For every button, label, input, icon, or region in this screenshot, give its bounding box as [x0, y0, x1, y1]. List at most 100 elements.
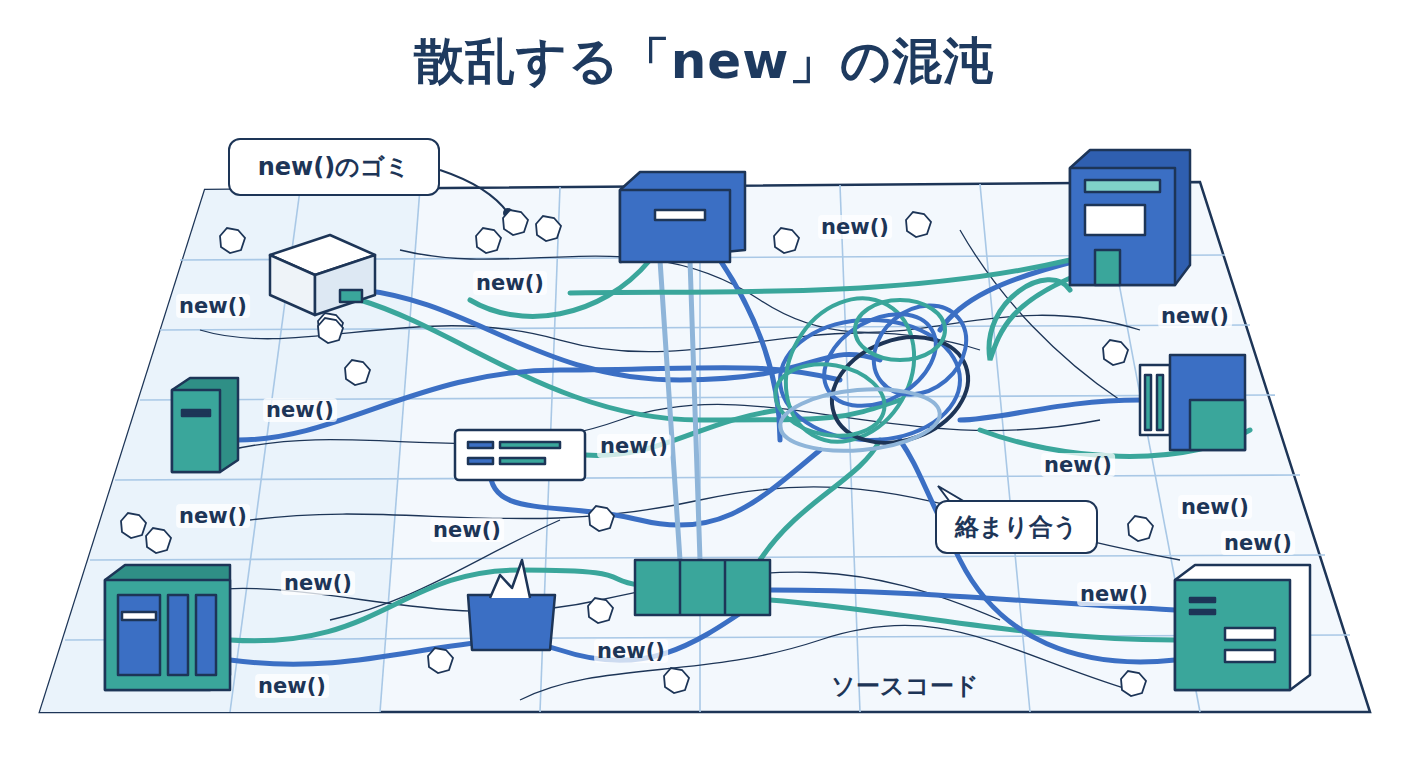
illustration-part: [960, 400, 1140, 420]
illustration-part: [770, 356, 890, 444]
illustration-part: [1190, 598, 1215, 602]
paper-ball: [220, 228, 245, 253]
code-label: new(): [1041, 453, 1115, 477]
illustration-part: [760, 440, 880, 560]
paper-ball: [1128, 516, 1153, 541]
paper-ball: [428, 648, 453, 673]
illustration-part: [315, 255, 375, 315]
illustration-part: [1095, 250, 1120, 285]
illustration-part: [520, 625, 1130, 700]
code-label: new(): [176, 504, 250, 528]
callout-text: 絡まり合う: [955, 511, 1078, 543]
illustration-part: [1225, 650, 1275, 662]
illustration-part: [720, 260, 780, 440]
illustration-part: [808, 295, 952, 424]
illustration-part: [1140, 365, 1170, 435]
tangle: [761, 275, 984, 465]
illustration-part: [1145, 375, 1151, 430]
illustration-part: [1190, 400, 1245, 450]
code-label: new(): [1158, 304, 1232, 328]
illustration-part: [778, 383, 943, 457]
illustration-part: [1157, 375, 1163, 430]
illustration-part: [196, 595, 216, 675]
illustration-part: [1085, 205, 1145, 235]
callout-bubble: new()のゴミ: [228, 138, 440, 196]
map-shade: [40, 188, 420, 712]
illustration-part: [699, 186, 701, 712]
callout-bubble: 絡まり合う: [935, 500, 1098, 554]
code-label: new(): [281, 571, 355, 595]
illustration-part: [490, 450, 820, 525]
callout-text: new()のゴミ: [258, 151, 410, 183]
paper-ball: [588, 598, 613, 623]
illustration-part: [105, 580, 230, 690]
illustration-part: [660, 260, 680, 560]
illustration-part: [500, 442, 560, 448]
illustration-part: [635, 560, 770, 615]
illustration-part: [655, 210, 705, 220]
thin-wires: [150, 230, 1180, 700]
title: 散乱する「new」の混沌: [0, 28, 1408, 95]
illustration-part: [470, 260, 650, 316]
illustration-part: [182, 410, 210, 416]
paper-ball: [774, 228, 799, 253]
illustration-part: [1070, 150, 1190, 285]
illustration-part: [118, 595, 160, 675]
illustration-part: [250, 487, 1180, 560]
illustration-part: [340, 290, 362, 302]
paper-ball: [345, 360, 370, 385]
paper-ball: [146, 528, 171, 553]
illustration-part: [172, 390, 220, 472]
leader-line: [440, 170, 508, 213]
illustration-part: [1175, 565, 1310, 690]
code-label: new(): [263, 398, 337, 422]
code-label: new(): [594, 639, 668, 663]
code-label: new(): [1077, 582, 1151, 606]
illustration-part: [115, 475, 1300, 480]
paper-ball: [318, 318, 343, 343]
illustration-part: [122, 612, 156, 620]
illustration-part: [1170, 355, 1245, 450]
paper-ball: [589, 506, 614, 531]
illustration-part: [770, 600, 1175, 640]
code-label: new(): [1178, 495, 1252, 519]
paper-ball: [1103, 340, 1128, 365]
illustration-part: [960, 230, 1120, 400]
area-label: ソースコード: [828, 670, 982, 702]
code-label: new(): [473, 271, 547, 295]
illustration-part: [680, 560, 725, 615]
illustration-part: [690, 260, 700, 560]
illustration-part: [570, 260, 1070, 293]
code-label: new(): [176, 294, 250, 318]
illustration-part: [400, 250, 1140, 332]
paper-ball: [664, 668, 689, 693]
illustration-part: [1225, 628, 1275, 640]
illustration-part: [620, 172, 745, 262]
code-label: new(): [818, 215, 892, 239]
illustration-part: [620, 190, 730, 262]
illustration-part: [1085, 180, 1160, 192]
illustration-part: [360, 300, 900, 420]
illustration-part: [1175, 580, 1290, 690]
paper-ball: [1121, 671, 1146, 696]
cables: [230, 260, 1250, 664]
illustration-part: [468, 442, 493, 448]
buildings: [105, 150, 1310, 690]
code-label: new(): [430, 518, 504, 542]
illustration-part: [172, 378, 238, 472]
illustration-part: [900, 440, 1175, 662]
illustration-part: [455, 430, 585, 480]
paper-ball: [906, 212, 931, 237]
paper-ball: [536, 216, 561, 241]
illustration-part: [105, 565, 230, 690]
illustration-part: [468, 458, 493, 464]
illustration-part: [270, 255, 315, 315]
code-label: new(): [597, 434, 671, 458]
illustration-part: [855, 300, 945, 360]
code-label: new(): [255, 674, 329, 698]
illustration-part: [1070, 168, 1175, 285]
paper-ball: [503, 210, 528, 235]
paper-ball: [476, 228, 501, 253]
